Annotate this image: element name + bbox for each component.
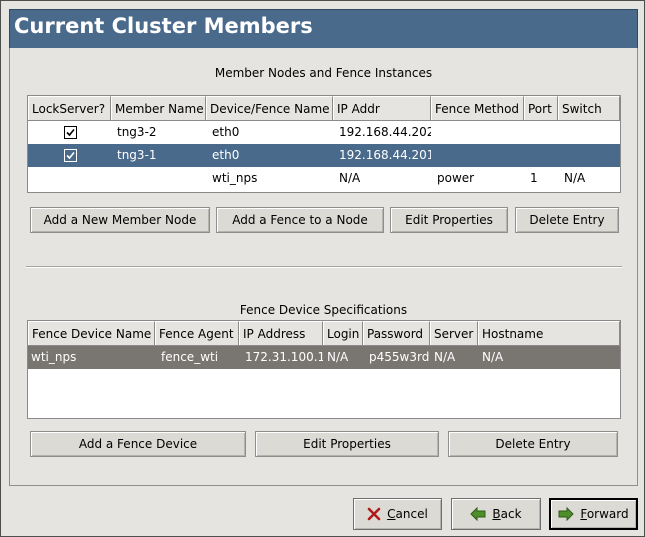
table-row[interactable]: tng3-1 eth0 192.168.44.201	[28, 144, 620, 167]
server: N/A	[434, 350, 456, 364]
table-row[interactable]: wti_nps N/A power 1 N/A	[28, 167, 620, 190]
device-name: wti_nps	[212, 171, 258, 185]
col-ip-address[interactable]: IP Address	[239, 321, 323, 345]
fence-method: power	[437, 171, 475, 185]
x-cancel-icon	[367, 507, 381, 521]
add-fence-device-button[interactable]: Add a Fence Device	[30, 431, 246, 457]
port	[524, 121, 558, 144]
add-fence-to-node-button[interactable]: Add a Fence to a Node	[216, 207, 384, 233]
login: N/A	[327, 350, 349, 364]
lockserver-checkbox[interactable]	[64, 149, 77, 162]
lockserver-cell	[28, 167, 111, 190]
col-hostname[interactable]: Hostname	[478, 321, 620, 345]
col-fence-method[interactable]: Fence Method	[431, 96, 524, 120]
cancel-button[interactable]: Cancel	[353, 498, 442, 530]
table-row[interactable]: wti_nps fence_wti 172.31.100.1 N/A p455w…	[28, 346, 620, 369]
member-name: tng3-2	[117, 125, 157, 139]
edit-member-properties-button[interactable]: Edit Properties	[390, 207, 508, 233]
fence-section-title: Fence Device Specifications	[239, 303, 408, 317]
col-port[interactable]: Port	[524, 96, 558, 120]
fence-device-name: wti_nps	[31, 350, 77, 364]
member-name: tng3-1	[117, 148, 157, 162]
lockserver-checkbox-cell[interactable]	[28, 121, 111, 144]
fence-devices-table[interactable]: Fence Device Name Fence Agent IP Address…	[27, 320, 621, 419]
password: p455w3rd	[369, 350, 430, 364]
col-switch[interactable]: Switch	[558, 96, 620, 120]
lockserver-checkbox[interactable]	[64, 126, 77, 139]
page-header: Current Cluster Members	[9, 9, 638, 49]
forward-button[interactable]: Forward	[549, 498, 638, 530]
col-login[interactable]: Login	[323, 321, 363, 345]
hostname: N/A	[482, 350, 504, 364]
page-title: Current Cluster Members	[14, 14, 313, 38]
col-lockserver[interactable]: LockServer?	[28, 96, 111, 120]
switch: N/A	[564, 171, 586, 185]
arrow-left-icon	[470, 507, 486, 521]
fence-method	[431, 121, 524, 144]
col-fence-agent[interactable]: Fence Agent	[155, 321, 239, 345]
fence-method	[431, 144, 524, 167]
col-password[interactable]: Password	[363, 321, 430, 345]
col-member-name[interactable]: Member Name	[111, 96, 206, 120]
fence-table-header: Fence Device Name Fence Agent IP Address…	[28, 321, 620, 346]
members-table[interactable]: LockServer? Member Name Device/Fence Nam…	[27, 95, 621, 193]
lockserver-checkbox-cell[interactable]	[28, 144, 111, 167]
cancel-label: Cancel	[387, 507, 428, 521]
check-icon	[66, 151, 75, 160]
col-fence-device-name[interactable]: Fence Device Name	[28, 321, 155, 345]
table-row[interactable]: tng3-2 eth0 192.168.44.202	[28, 121, 620, 144]
switch	[558, 121, 620, 144]
port: 1	[530, 171, 538, 185]
arrow-right-icon	[558, 507, 575, 521]
forward-label: Forward	[580, 507, 629, 521]
member-name	[111, 167, 206, 190]
section-divider	[26, 266, 622, 268]
ip-addr: N/A	[339, 171, 361, 185]
edit-fence-properties-button[interactable]: Edit Properties	[255, 431, 439, 457]
members-section-title: Member Nodes and Fence Instances	[214, 66, 433, 80]
ip-addr: 192.168.44.201	[339, 148, 431, 162]
back-button[interactable]: Back	[451, 498, 541, 530]
ip-address: 172.31.100.1	[245, 350, 323, 364]
device-name: eth0	[212, 148, 240, 162]
switch	[558, 144, 620, 167]
col-ip-addr[interactable]: IP Addr	[333, 96, 431, 120]
check-icon	[66, 128, 75, 137]
col-device-fence-name[interactable]: Device/Fence Name	[206, 96, 333, 120]
content-panel: Member Nodes and Fence Instances LockSer…	[9, 48, 638, 486]
ip-addr: 192.168.44.202	[339, 125, 431, 139]
back-label: Back	[492, 507, 522, 521]
fence-agent: fence_wti	[161, 350, 219, 364]
members-table-header: LockServer? Member Name Device/Fence Nam…	[28, 96, 620, 121]
col-server[interactable]: Server	[430, 321, 478, 345]
delete-fence-entry-button[interactable]: Delete Entry	[448, 431, 618, 457]
add-member-node-button[interactable]: Add a New Member Node	[30, 207, 210, 233]
delete-member-entry-button[interactable]: Delete Entry	[515, 207, 619, 233]
device-name: eth0	[212, 125, 240, 139]
port	[524, 144, 558, 167]
